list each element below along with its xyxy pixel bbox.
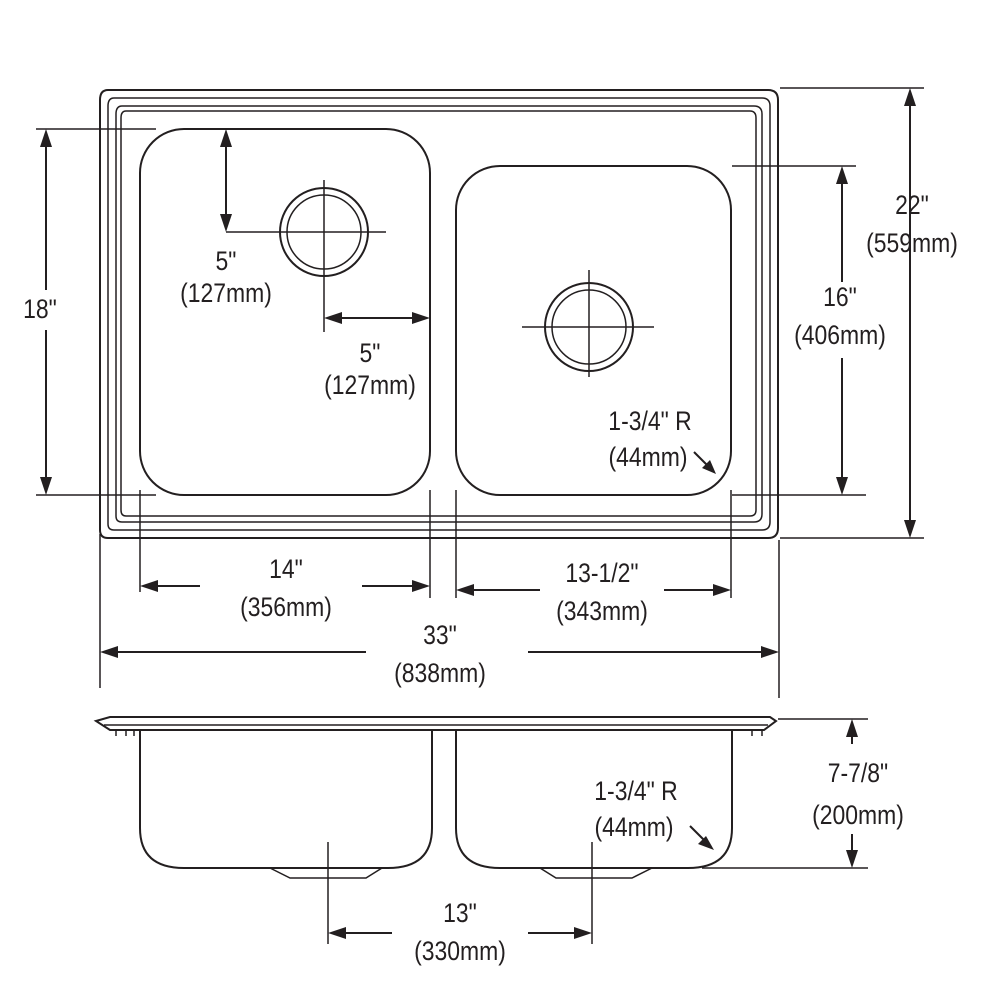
dim-drain-back: 5" (127mm) <box>180 129 272 308</box>
side-right-bowl <box>455 730 733 869</box>
dim-33in-in: 33" <box>423 620 457 650</box>
top-view: 18" 5" (127mm) 5" (127mm) 16" (406mm) <box>23 87 958 698</box>
radius-top-in: 1-3/4" R <box>608 406 691 436</box>
dim-14in: 14" (356mm) <box>140 554 430 622</box>
side-view: 7-7/8" (200mm) 1-3/4" R (44mm) 13" (330m… <box>93 716 904 966</box>
sink-rim-line-2 <box>107 97 771 531</box>
dim-depth-in: 7-7/8" <box>828 758 888 788</box>
radius-side-mm: (44mm) <box>594 812 673 842</box>
dim-drain-back-mm: (127mm) <box>180 278 272 308</box>
radius-side-in: 1-3/4" R <box>594 776 677 806</box>
dim-22in-in: 22" <box>895 190 929 220</box>
dim-13in: 13" (330mm) <box>328 898 592 966</box>
sink-outer-rim <box>99 89 779 539</box>
dim-14in-mm: (356mm) <box>240 592 332 622</box>
dim-13in-mm: (330mm) <box>414 936 506 966</box>
dim-13-5in-in: 13-1/2" <box>565 558 638 588</box>
dim-13in-in: 13" <box>443 898 477 928</box>
dim-radius-side: 1-3/4" R (44mm) <box>594 776 714 850</box>
dim-depth-mm: (200mm) <box>812 800 904 830</box>
right-drain <box>522 270 654 377</box>
dim-drain-side: 5" (127mm) <box>324 312 430 400</box>
dim-18in-label: 18" <box>23 294 57 324</box>
side-right-drain <box>539 867 653 879</box>
dim-13-5in: 13-1/2" (343mm) <box>456 558 731 626</box>
dim-drain-side-mm: (127mm) <box>324 370 416 400</box>
dim-14in-in: 14" <box>269 554 303 584</box>
dim-drain-back-in: 5" <box>216 246 237 276</box>
side-left-bowl <box>139 730 433 869</box>
dim-16in-mm: (406mm) <box>794 320 886 350</box>
dim-radius-top: 1-3/4" R (44mm) <box>608 406 716 474</box>
right-bowl <box>455 165 732 496</box>
dim-18in: 18" <box>23 129 57 495</box>
dim-33in-mm: (838mm) <box>394 658 486 688</box>
dim-depth: 7-7/8" (200mm) <box>812 719 904 868</box>
dim-22in: 22" (559mm) <box>866 88 958 538</box>
sink-deck-inner <box>120 110 757 517</box>
side-flange <box>93 716 778 731</box>
left-bowl <box>139 128 431 496</box>
radius-top-mm: (44mm) <box>608 442 687 472</box>
dim-drain-side-in: 5" <box>360 338 381 368</box>
dim-33in: 33" (838mm) <box>100 620 779 688</box>
dim-13-5in-mm: (343mm) <box>556 596 648 626</box>
dim-16in: 16" (406mm) <box>794 166 886 495</box>
dim-16in-in: 16" <box>823 282 857 312</box>
left-drain <box>226 180 386 332</box>
side-left-drain <box>269 867 383 879</box>
sink-rim-line-3 <box>115 105 763 523</box>
dim-22in-mm: (559mm) <box>866 228 958 258</box>
